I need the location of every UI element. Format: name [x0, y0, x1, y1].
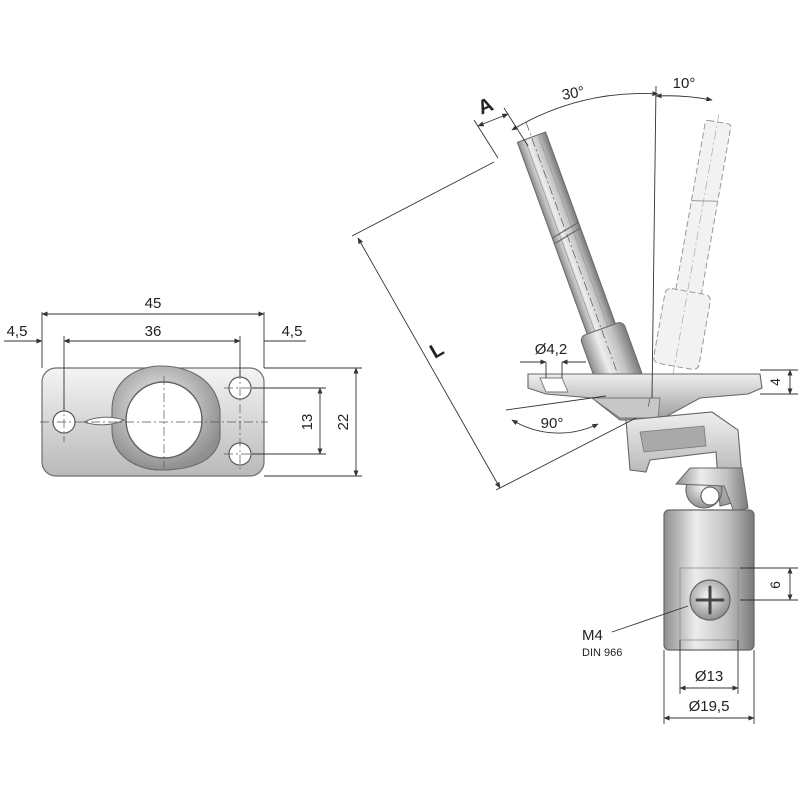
- phillips-cross-icon: [695, 585, 725, 615]
- dim-hole-pitch: 36: [145, 323, 162, 340]
- dim-height: 22: [335, 414, 352, 431]
- dim-hole: Ø4,2: [535, 341, 568, 358]
- angle-arc-30: [511, 91, 659, 131]
- dim-line-A: [477, 113, 509, 127]
- label-A: A: [475, 94, 497, 120]
- dim-right-edge: 4,5: [282, 323, 303, 340]
- label-L: L: [426, 338, 448, 363]
- lower-yoke: [625, 411, 749, 513]
- dim-plate-thickness: 4: [767, 378, 783, 386]
- ghost-shaft: [653, 114, 732, 381]
- angle-arc-90: [511, 419, 599, 434]
- flange-side-view: [527, 373, 763, 421]
- dim-6: 6: [767, 581, 783, 589]
- dim-left-edge: 4,5: [7, 323, 28, 340]
- mounting-plate: [40, 365, 268, 477]
- angle-arc-10: [655, 93, 713, 102]
- screw-standard: DIN 966: [582, 647, 622, 659]
- dim-outer-diameter: Ø19,5: [689, 698, 730, 715]
- socket-cylinder: [663, 509, 755, 651]
- pivot-pin-hole: [700, 486, 720, 506]
- angle-10: 10°: [673, 75, 696, 92]
- universal-joint-view: A 30° 10° L 90° Ø4,2 4 6: [351, 75, 798, 724]
- screw-label: M4: [582, 627, 603, 644]
- mounting-plate-view: 45 36 4,5 4,5 13 22: [4, 295, 362, 477]
- dim-vertical-pitch: 13: [299, 414, 316, 431]
- dim-overall-width: 45: [145, 295, 162, 312]
- dim-inner-diameter: Ø13: [695, 668, 723, 685]
- angle-90: 90°: [541, 415, 564, 432]
- dim-line-L: [357, 237, 501, 489]
- angle-30: 30°: [561, 83, 586, 104]
